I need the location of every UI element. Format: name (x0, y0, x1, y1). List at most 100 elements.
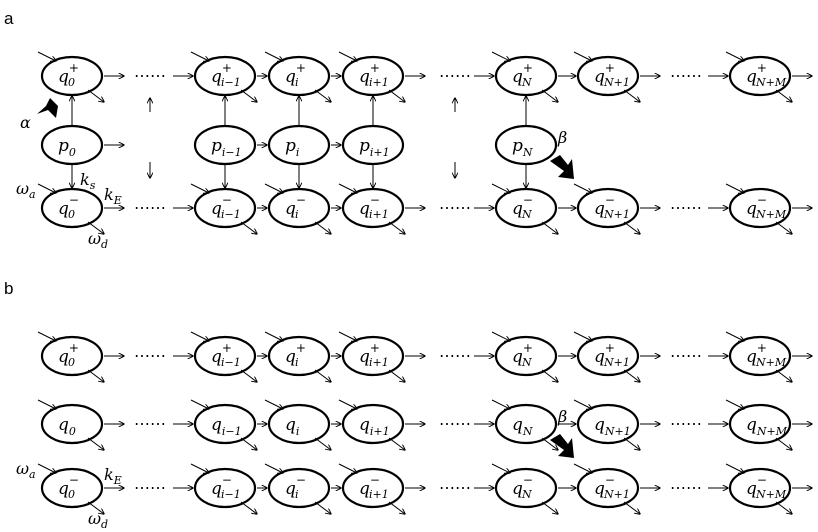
outflow-arrow (314, 221, 331, 234)
inflow-arrow (264, 51, 283, 61)
node-label: pN (512, 136, 533, 159)
node-label: p0 (58, 136, 76, 159)
node-label: qN (512, 415, 533, 438)
outflow-arrow (87, 221, 104, 234)
node-label: q−i+1 (359, 473, 389, 501)
inflow-arrow (190, 51, 209, 61)
inflow-arrow (37, 331, 56, 341)
inflow-arrow (338, 463, 357, 473)
node-mid (728, 403, 792, 445)
inflow-arrow (338, 183, 357, 193)
node-label: pi−1 (211, 136, 242, 159)
node-minus (576, 187, 640, 229)
ellipsis: ⋯⋯ (134, 478, 166, 497)
node-label: q−i (285, 193, 306, 221)
outflow-arrow (388, 221, 405, 234)
inflow-arrow (37, 463, 56, 473)
node-plus (576, 55, 640, 97)
ellipsis: ⋯⋯ (134, 198, 166, 217)
node-label: q−N (512, 193, 533, 221)
outflow-arrow (388, 89, 405, 102)
beta-label: β (557, 407, 567, 426)
node-label: q−N+1 (594, 193, 630, 221)
node-plus (267, 55, 331, 97)
ellipsis: ⋯⋯ (134, 346, 166, 365)
inflow-arrow (491, 331, 510, 341)
alpha-entry-arrow (37, 98, 58, 118)
outflow-arrow (541, 501, 558, 514)
outflow-arrow (314, 369, 331, 382)
node-label: q+i−1 (211, 61, 241, 89)
outflow-arrow (623, 369, 640, 382)
node-label: q+N+1 (594, 61, 630, 89)
node-label: q−i−1 (211, 473, 241, 501)
inflow-arrow (338, 331, 357, 341)
outflow-arrow (240, 437, 257, 450)
omega-d-label: ωd (88, 509, 108, 531)
node-label: pi (285, 136, 299, 159)
inflow-arrow (190, 183, 209, 193)
node-label: q+N (512, 341, 533, 369)
node-plus (576, 335, 640, 377)
beta-exit-arrow (550, 434, 574, 458)
outflow-arrow (87, 89, 104, 102)
inflow-arrow (190, 463, 209, 473)
outflow-arrow (388, 437, 405, 450)
node-label: q−i−1 (211, 193, 241, 221)
outflow-arrow (775, 221, 792, 234)
outflow-arrow (240, 501, 257, 514)
outflow-arrow (87, 369, 104, 382)
node-plus (40, 55, 104, 97)
inflow-arrow (573, 331, 592, 341)
inflow-arrow (725, 399, 744, 409)
panel-b-label: b (4, 279, 13, 298)
outflow-arrow (388, 369, 405, 382)
node-label: q−N+M (746, 193, 787, 221)
inflow-arrow (264, 331, 283, 341)
ellipsis: ⋯⋯ (670, 66, 702, 85)
node-plus (728, 335, 792, 377)
node-label: q−0 (58, 473, 79, 501)
node-label: q+N+1 (594, 341, 630, 369)
outflow-arrow (775, 89, 792, 102)
node-label: pi+1 (359, 136, 390, 159)
node-label: qi (285, 415, 299, 438)
ellipsis: ⋯⋯ (439, 198, 471, 217)
node-plus (40, 335, 104, 377)
node-label: q+i+1 (359, 341, 389, 369)
inflow-arrow (725, 51, 744, 61)
node-label: q0 (58, 415, 76, 438)
node-mid (193, 403, 257, 445)
node-mid (494, 403, 558, 445)
ellipsis: ⋯⋯ (670, 414, 702, 433)
inflow-arrow (264, 183, 283, 193)
node-minus (193, 467, 257, 509)
inflow-arrow (725, 183, 744, 193)
outflow-arrow (623, 437, 640, 450)
node-label: q−N+1 (594, 473, 630, 501)
beta-exit-arrow (550, 155, 574, 179)
outflow-arrow (240, 89, 257, 102)
inflow-arrow (190, 399, 209, 409)
node-plus (494, 55, 558, 97)
node-label: q+0 (58, 61, 79, 89)
node-label: q+0 (58, 341, 79, 369)
node-minus (576, 467, 640, 509)
omega-d-label: ωd (88, 229, 108, 251)
node-minus (267, 467, 331, 509)
outflow-arrow (623, 501, 640, 514)
inflow-arrow (573, 463, 592, 473)
node-label: qN+1 (594, 415, 631, 438)
outflow-arrow (240, 221, 257, 234)
alpha-label: α (20, 113, 31, 132)
inflow-arrow (491, 463, 510, 473)
node-plus (193, 55, 257, 97)
outflow-arrow (314, 89, 331, 102)
inflow-arrow (37, 183, 56, 193)
outflow-arrow (541, 369, 558, 382)
inflow-arrow (491, 399, 510, 409)
inflow-arrow (37, 399, 56, 409)
node-minus (728, 467, 792, 509)
